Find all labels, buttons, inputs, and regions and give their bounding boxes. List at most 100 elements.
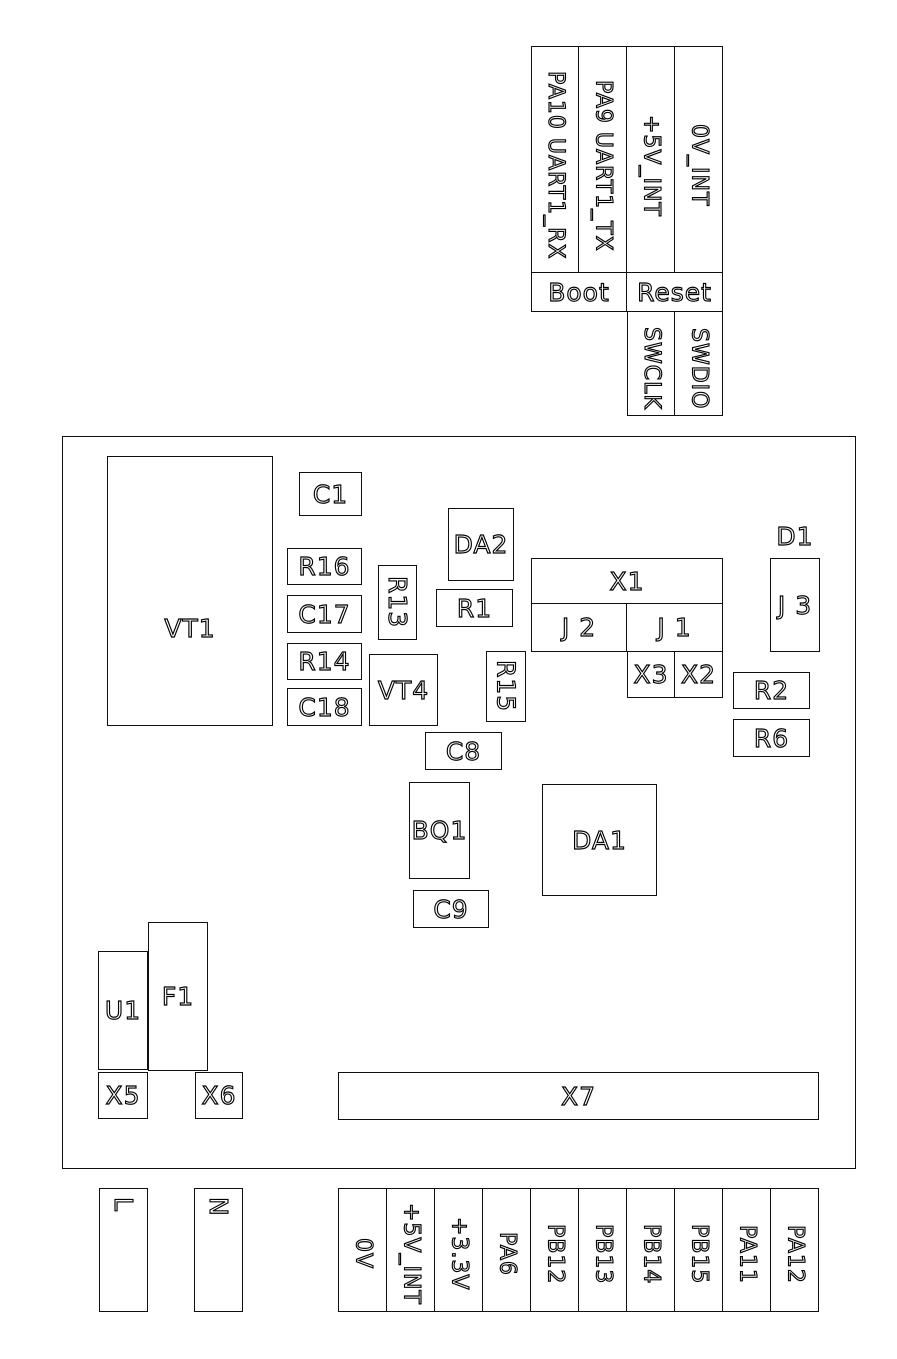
connector-x1: X1 [531,558,723,604]
component-r15: R15 [486,651,526,722]
component-c17: C17 [287,595,362,633]
connector-x5: X5 [98,1072,148,1119]
component-label: C17 [298,599,351,629]
component-label: VT4 [377,675,430,705]
component-bq1: BQ1 [409,782,470,879]
pin-label: PB12 [542,1223,568,1285]
terminal-label: L [108,1196,138,1212]
component-label: R15 [491,660,521,713]
component-label: R14 [298,647,351,676]
connector-x2: X2 [675,652,723,698]
jumper-label: J 3 [777,590,813,620]
component-u1: U1 [98,951,148,1070]
boot-label: Boot [548,277,610,307]
connector-x6: X6 [195,1072,243,1119]
component-r6: R6 [733,719,810,757]
terminal-label: N [203,1196,233,1217]
pin-label: +5V_INT [638,114,664,217]
component-label: C8 [445,736,482,766]
pin-label: PA9 UART1_TX [590,79,616,252]
programming-header-pin-row: PA10 UART1_RX PA9 UART1_TX +5V_INT 0V_IN… [531,46,723,273]
component-r2: R2 [733,672,810,709]
jumper-j3: J 3 [770,558,820,652]
component-label: F1 [161,982,195,1011]
connector-label: X5 [105,1081,141,1110]
component-r1: R1 [436,589,513,627]
reset-cell: Reset [627,273,723,312]
component-label: U1 [104,996,142,1025]
component-f1: F1 [148,922,208,1071]
component-label: R16 [298,552,351,581]
pin-label: PA12 [782,1224,808,1284]
pin-cell-pa10-uart1-rx: PA10 UART1_RX [531,46,579,273]
io-pin-pb15: PB15 [675,1188,723,1312]
component-c8: C8 [425,732,502,770]
component-label: R1 [456,593,493,623]
pin-label: SWCLK [638,327,664,411]
io-pin-0v: 0V [338,1188,387,1312]
pin-label: PA6 [494,1231,520,1276]
component-r13: R13 [378,565,417,640]
pin-label: PA11 [734,1224,760,1284]
connector-label: X7 [560,1081,597,1111]
jumper-label: J 2 [561,613,597,642]
pin-cell-swclk: SWCLK [627,312,675,416]
boot-reset-row: Boot Reset [531,273,723,312]
pin-label: SWDIO [686,327,712,410]
pin-cell-swdio: SWDIO [675,312,723,416]
component-c1: C1 [299,472,362,516]
component-r14: R14 [287,643,362,680]
component-label: DA1 [572,825,627,855]
swd-pin-row: SWCLK SWDIO [627,312,723,416]
io-pin-pb13: PB13 [579,1188,627,1312]
mains-terminal-n: N [194,1188,243,1312]
jumper-j1: J 1 [627,604,723,652]
board-outline [62,436,856,1169]
boot-cell: Boot [531,273,627,312]
pin-label: +3.3V [446,1217,472,1292]
jumper-label: J 1 [657,613,692,642]
io-pin-5v-int: +5V_INT [387,1188,435,1312]
io-pin-pb12: PB12 [531,1188,579,1312]
pin-label: PA10 UART1_RX [542,71,568,261]
io-pin-pb14: PB14 [627,1188,675,1312]
component-c9: C9 [413,890,489,928]
connector-x3: X3 [627,652,675,698]
pin-cell-pa9-uart1-tx: PA9 UART1_TX [579,46,627,273]
pin-label: PB15 [686,1223,712,1285]
io-pin-pa11: PA11 [723,1188,771,1312]
component-label: R13 [382,576,412,629]
connector-x7: X7 [338,1072,819,1120]
connector-label: X2 [680,660,717,689]
component-d1-label: D1 [770,522,820,550]
component-c18: C18 [287,688,362,726]
pin-cell-0v-int: 0V_INT [675,46,723,273]
component-vt1: VT1 [107,456,273,726]
io-pin-3v3: +3.3V [435,1188,483,1312]
connector-label: X1 [609,566,645,596]
connector-label: X3 [633,660,669,689]
connector-label: X6 [201,1081,237,1110]
io-pin-pa6: PA6 [483,1188,531,1312]
component-label: BQ1 [411,816,468,845]
component-label: VT1 [164,613,216,643]
pin-label: +5V_INT [398,1202,424,1305]
io-pin-pa12: PA12 [771,1188,819,1312]
component-label: C9 [433,894,469,924]
pin-label: 0V [350,1238,376,1270]
io-pin-strip: 0V +5V_INT +3.3V PA6 PB12 PB13 PB14 PB15… [338,1188,819,1312]
connector-group-x1: X1 J 2 J 1 X3 X2 [531,558,723,698]
jumper-j2: J 2 [531,604,627,652]
component-da2: DA2 [448,508,514,581]
component-label: C18 [298,692,351,722]
component-vt4: VT4 [369,654,438,726]
component-label: C1 [312,479,349,509]
component-label: R6 [753,723,790,753]
component-label: R2 [753,676,790,705]
mains-terminal-l: L [99,1188,148,1312]
programming-header: PA10 UART1_RX PA9 UART1_TX +5V_INT 0V_IN… [531,46,723,416]
component-label: D1 [776,521,814,551]
pin-label: PB14 [638,1223,664,1285]
component-da1: DA1 [542,784,657,896]
